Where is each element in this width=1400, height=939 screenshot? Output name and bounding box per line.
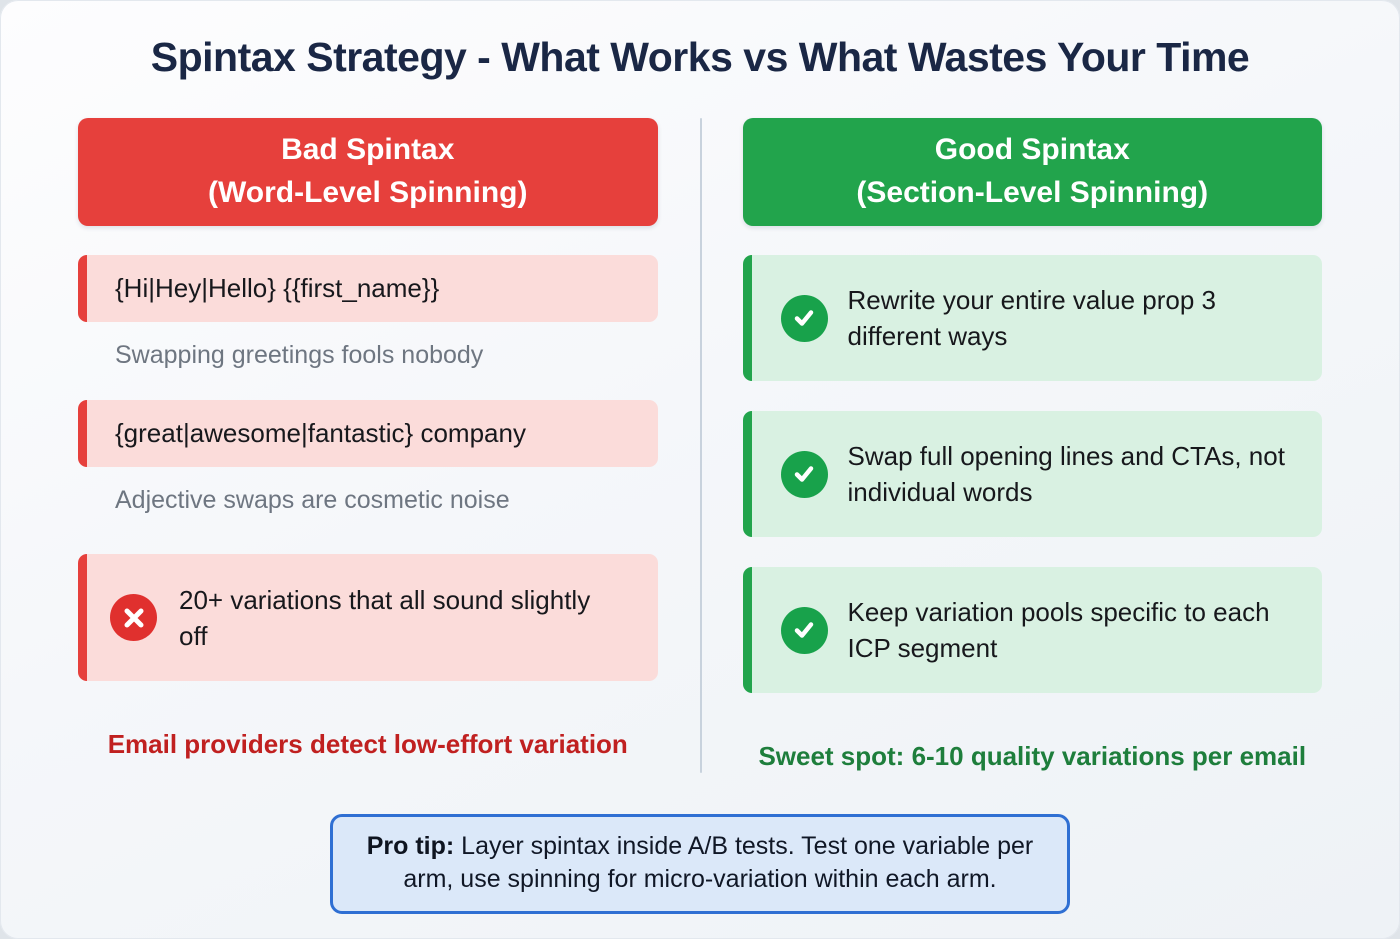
bad-snippet-greeting: {Hi|Hey|Hello} {{first_name}} bbox=[78, 255, 658, 322]
bad-spintax-header: Bad Spintax (Word-Level Spinning) bbox=[78, 118, 658, 226]
good-spintax-column: Good Spintax (Section-Level Spinning) Re… bbox=[742, 118, 1322, 772]
bad-snippet-greeting-caption: Swapping greetings fools nobody bbox=[115, 341, 484, 369]
check-circle-icon bbox=[780, 450, 828, 498]
check-circle-icon bbox=[780, 294, 828, 342]
bad-snippet-greeting-code: {Hi|Hey|Hello} {{first_name}} bbox=[115, 273, 440, 303]
pro-tip-callout: Pro tip: Layer spintax inside A/B tests.… bbox=[330, 814, 1070, 914]
check-circle-icon bbox=[780, 606, 828, 654]
good-spintax-header: Good Spintax (Section-Level Spinning) bbox=[742, 118, 1322, 226]
bad-snippet-adjective: {great|awesome|fantastic} company bbox=[78, 400, 658, 467]
good-item-value-prop: Rewrite your entire value prop 3 differe… bbox=[742, 255, 1322, 381]
good-item-variation-pools: Keep variation pools specific to each IC… bbox=[742, 567, 1322, 693]
good-item-text: Rewrite your entire value prop 3 differe… bbox=[847, 285, 1217, 351]
bad-snippet-adjective-caption: Adjective swaps are cosmetic noise bbox=[115, 486, 510, 514]
pro-tip-text: Layer spintax inside A/B tests. Test one… bbox=[403, 832, 1034, 893]
good-footer-text: Sweet spot: 6-10 quality variations per … bbox=[758, 741, 1307, 771]
pro-tip-label: Pro tip: bbox=[366, 832, 455, 860]
good-item-swap-lines: Swap full opening lines and CTAs, not in… bbox=[742, 411, 1322, 537]
good-item-text: Keep variation pools specific to each IC… bbox=[847, 597, 1270, 663]
column-divider bbox=[699, 118, 702, 773]
page-title: Spintax Strategy - What Works vs What Wa… bbox=[150, 34, 1250, 80]
x-circle-icon bbox=[110, 594, 157, 641]
bad-snippet-adjective-code: {great|awesome|fantastic} company bbox=[115, 418, 526, 448]
bad-warning-text: 20+ variations that all sound slightly o… bbox=[179, 584, 591, 651]
bad-spintax-column: Bad Spintax (Word-Level Spinning) {Hi|He… bbox=[78, 118, 658, 760]
comparison-columns: Bad Spintax (Word-Level Spinning) {Hi|He… bbox=[0, 118, 1400, 773]
bad-footer-text: Email providers detect low-effort variat… bbox=[107, 729, 628, 759]
bad-warning-card: 20+ variations that all sound slightly o… bbox=[78, 554, 658, 681]
good-item-text: Swap full opening lines and CTAs, not in… bbox=[847, 441, 1285, 507]
